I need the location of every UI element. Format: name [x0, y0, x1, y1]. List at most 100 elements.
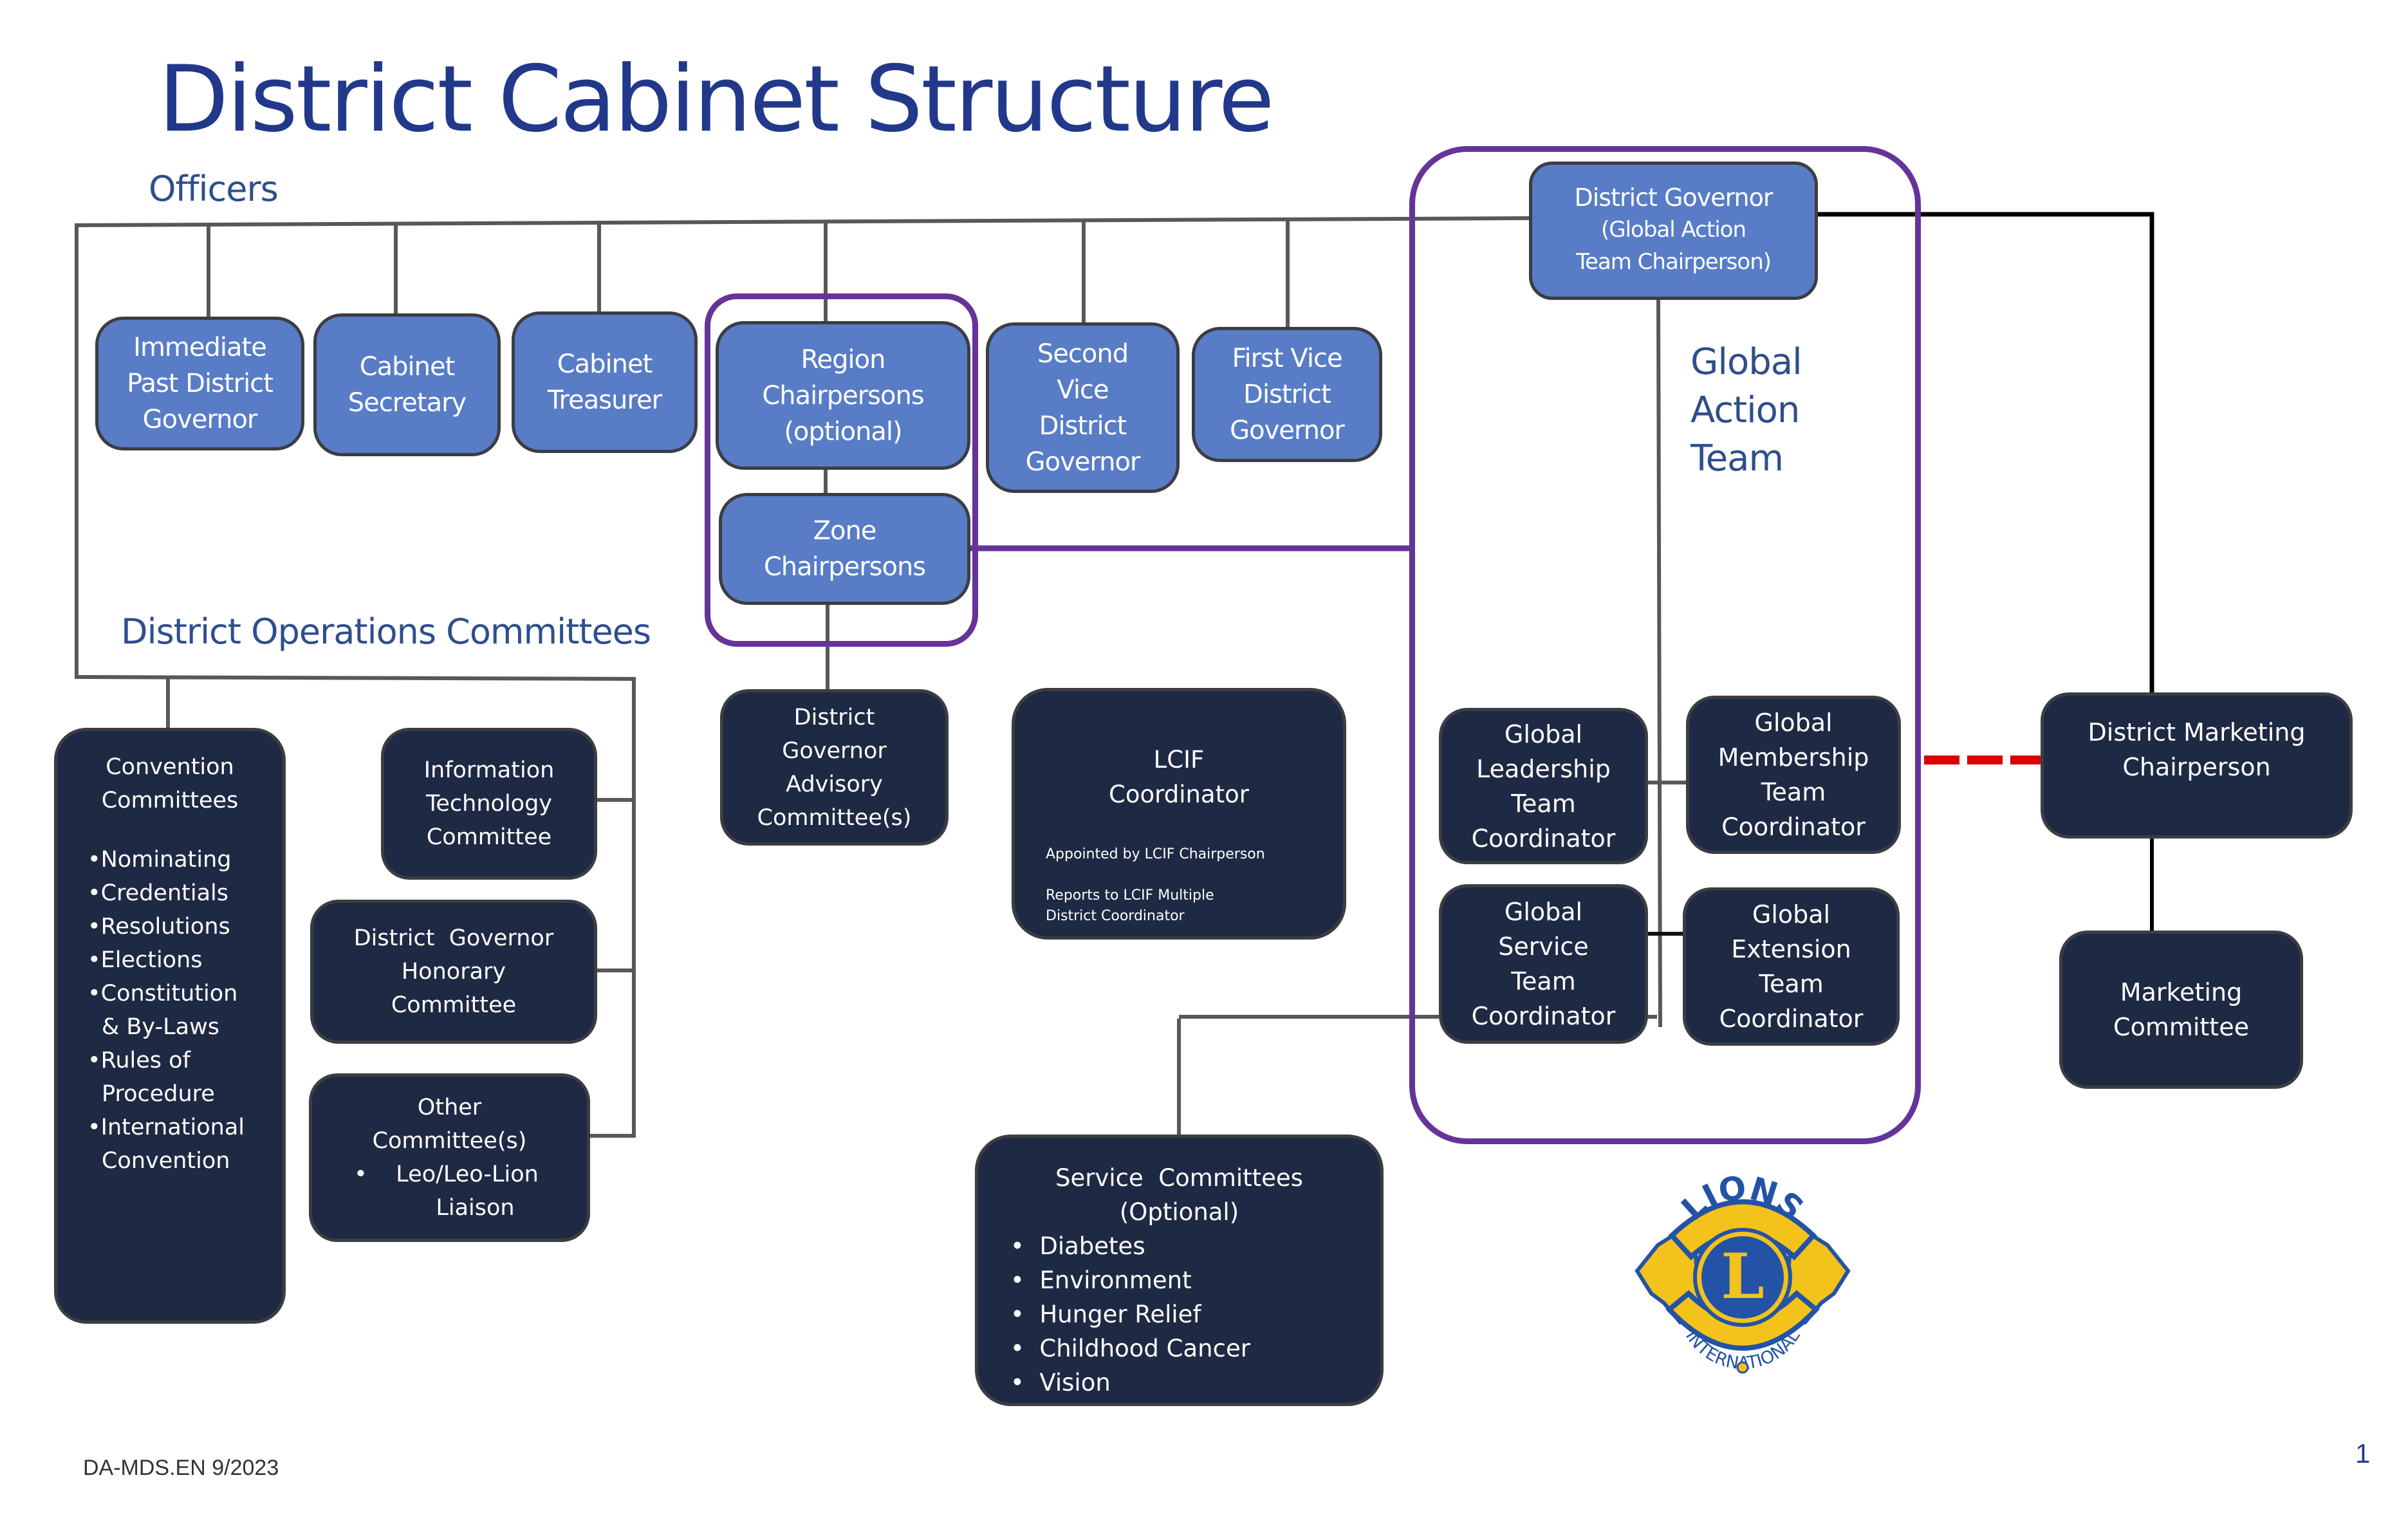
box-cabinet-treasurer[interactable]: Cabinet Treasurer	[512, 311, 698, 453]
list-item: •Credentials	[87, 880, 229, 906]
dg-marketing-link	[1818, 212, 2154, 694]
box-text: District Marketing	[2088, 718, 2306, 746]
box-other-committees[interactable]: Other Committee(s) • Leo/Leo-Lion Liaiso…	[309, 1073, 590, 1242]
box-cabinet-secretary[interactable]: Cabinet Secretary	[313, 313, 501, 456]
box-text: Governor	[1230, 416, 1345, 445]
box-text: Technology	[425, 791, 553, 817]
box-text: Cabinet	[557, 349, 653, 379]
box-immediate-past-district-governor[interactable]: Immediate Past District Governor	[95, 317, 304, 450]
box-text: Marketing	[2120, 978, 2243, 1006]
box-text: Chairpersons	[763, 552, 926, 582]
convention-list: •Nominating •Credentials •Resolutions •E…	[88, 843, 245, 1178]
box-text: Committee(s)	[757, 804, 912, 831]
officers-bus-line	[76, 216, 1532, 227]
list-item: •International	[87, 1115, 245, 1140]
box-text: Global	[1754, 709, 1833, 737]
box-district-governor[interactable]: District Governor (Global Action Team Ch…	[1529, 162, 1818, 300]
box-text: District	[1039, 411, 1127, 441]
box-text: (optional)	[784, 416, 902, 447]
box-region-chairpersons[interactable]: Region Chairpersons (optional)	[716, 321, 970, 470]
box-text: Chairperson	[2122, 753, 2271, 781]
box-global-membership-team-coordinator[interactable]: Global Membership Team Coordinator	[1686, 696, 1901, 854]
lcif-note-appointed: Appointed by LCIF Chairperson	[1046, 846, 1265, 862]
list-item: • Environment	[1010, 1266, 1192, 1294]
box-text: Zone	[813, 516, 877, 546]
box-text: Other	[417, 1095, 482, 1120]
box-information-technology-committee[interactable]: Information Technology Committee	[381, 728, 597, 880]
box-text: Honorary	[401, 959, 506, 985]
global-action-team-frame	[1409, 146, 1921, 1144]
box-text: (Optional)	[1119, 1198, 1239, 1226]
box-text: Committee	[391, 992, 517, 1018]
box-text: Vice	[1057, 375, 1109, 405]
box-text: First Vice	[1232, 344, 1342, 373]
box-text: Chairpersons	[762, 380, 924, 411]
box-text: LCIF	[1153, 746, 1205, 774]
box-text: Coordinator	[1471, 824, 1616, 853]
box-text: Treasurer	[547, 385, 662, 415]
box-text: Team	[1761, 778, 1826, 806]
list-item: •Elections	[87, 947, 203, 973]
box-text: Committees	[101, 788, 239, 813]
box-text: Leadership	[1476, 754, 1611, 783]
box-first-vice-district-governor[interactable]: First Vice District Governor	[1192, 327, 1382, 462]
box-district-governor-honorary-committee[interactable]: District Governor Honorary Committee	[310, 900, 597, 1044]
service-list: • Diabetes • Environment • Hunger Relief…	[1010, 1229, 1250, 1400]
gat-label-line: Team	[1690, 438, 1784, 479]
box-global-leadership-team-coordinator[interactable]: Global Leadership Team Coordinator	[1439, 708, 1648, 864]
box-text: Immediate	[133, 333, 267, 362]
box-text: District	[1243, 380, 1331, 409]
box-text: Secretary	[347, 388, 467, 418]
box-global-extension-team-coordinator[interactable]: Global Extension Team Coordinator	[1683, 887, 1900, 1046]
box-district-governor-advisory-committees[interactable]: District Governor Advisory Committee(s)	[720, 689, 949, 846]
list-item: Procedure	[101, 1081, 215, 1107]
box-text: District	[793, 704, 875, 730]
global-action-team-label: Global Action Team	[1690, 338, 1802, 483]
list-item: •Resolutions	[87, 914, 230, 940]
box-text: Region	[801, 344, 886, 375]
registered-mark-icon	[1736, 1361, 1749, 1374]
box-text: Committee(s)	[372, 1128, 527, 1154]
box-text: Second	[1037, 338, 1129, 369]
box-text: Information	[423, 757, 555, 783]
box-text: Cabinet	[359, 352, 456, 382]
box-text: Extension	[1731, 935, 1851, 963]
lcif-note-reports: District Coordinator	[1046, 908, 1185, 924]
box-convention-committees[interactable]: Convention Committees •Nominating •Crede…	[54, 728, 286, 1324]
box-text: Governor	[142, 405, 258, 434]
page-title: District Cabinet Structure	[158, 46, 1275, 153]
logo-letter: L	[1721, 1240, 1764, 1313]
box-lcif-coordinator[interactable]: LCIF Coordinator Appointed by LCIF Chair…	[1012, 688, 1346, 940]
page-number: 1	[2355, 1438, 2371, 1469]
box-text: Coordinator	[1719, 1005, 1864, 1033]
box-text: Coordinator	[1109, 781, 1249, 808]
box-text: Convention	[106, 754, 234, 780]
box-text: Advisory	[786, 771, 883, 797]
box-zone-chairpersons[interactable]: Zone Chairpersons	[719, 493, 970, 605]
box-service-committees[interactable]: Service Committees (Optional) • Diabetes…	[975, 1135, 1384, 1406]
gat-trunk	[1656, 299, 1662, 1028]
list-item: • Childhood Cancer	[1010, 1335, 1250, 1362]
list-item: • Vision	[1010, 1369, 1111, 1396]
list-item: Convention	[101, 1148, 230, 1174]
box-text: Team Chairperson)	[1575, 249, 1772, 275]
box-text: Liaison	[436, 1195, 515, 1221]
list-item: • Hunger Relief	[1010, 1301, 1201, 1328]
box-text: District Governor	[1574, 183, 1773, 212]
box-marketing-committee[interactable]: Marketing Committee	[2059, 931, 2303, 1089]
logo-inner-circle	[1701, 1236, 1784, 1319]
box-text: Team	[1759, 970, 1824, 998]
gat-label-line: Global	[1690, 341, 1802, 383]
list-item: •Constitution	[87, 981, 238, 1006]
box-global-service-team-coordinator[interactable]: Global Service Team Coordinator	[1439, 884, 1648, 1044]
box-text: Committee	[426, 824, 552, 850]
box-district-marketing-chairperson[interactable]: District Marketing Chairperson	[2041, 692, 2353, 839]
box-text: Coordinator	[1471, 1002, 1616, 1030]
box-text: Service	[1498, 932, 1589, 961]
box-text: Governor	[782, 737, 887, 764]
list-item: •Rules of	[87, 1048, 190, 1073]
box-second-vice-district-governor[interactable]: Second Vice District Governor	[986, 322, 1180, 493]
operations-label: District Operations Committees	[121, 611, 651, 652]
operations-bus-line	[74, 675, 636, 681]
